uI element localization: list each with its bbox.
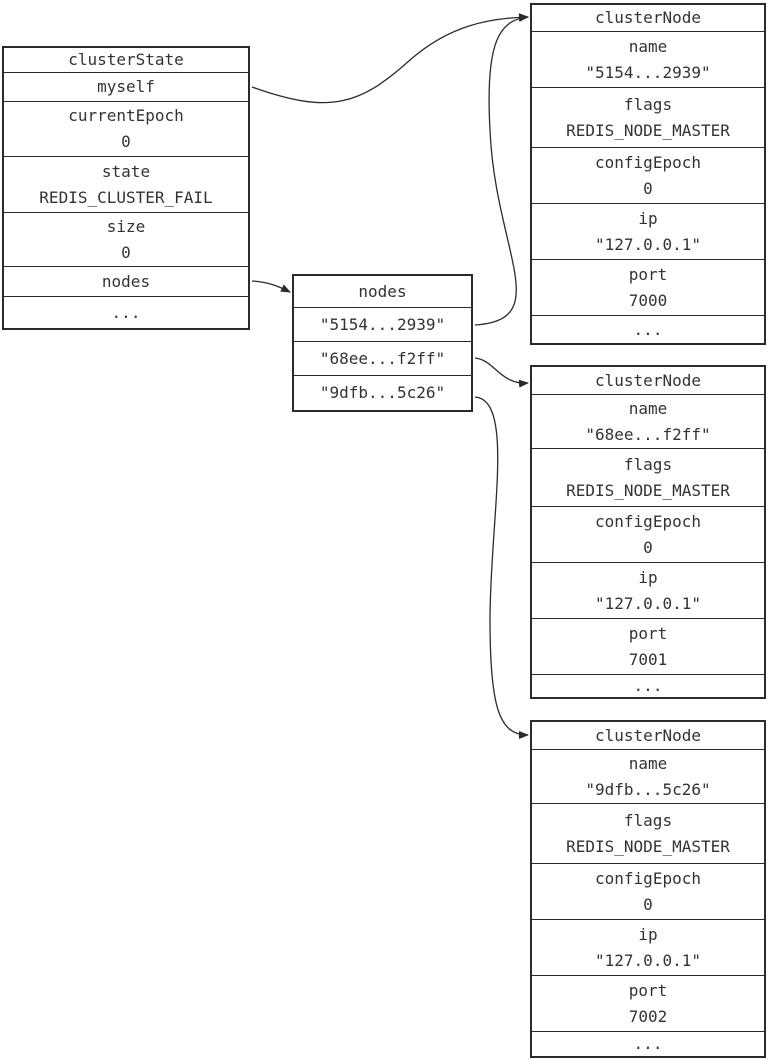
ip-label: ip [638,567,658,587]
port-label: port [628,264,668,284]
current-epoch-value: 0 [121,132,131,151]
size-value: 0 [121,242,131,262]
port-value: 7000 [628,290,668,310]
myself-field: myself [4,73,248,102]
cluster-node-more-text: ... [633,1034,663,1053]
flags-label: flags [623,94,673,114]
config-epoch-value: 0 [643,537,653,557]
node-1-arrow [474,13,529,326]
cluster-node-flags-field: flags REDIS_NODE_MASTER [532,804,764,864]
cluster-state-box: clusterState myself currentEpoch 0 state… [2,46,250,330]
port-value: 7002 [628,1006,668,1026]
cluster-state-more-text: ... [111,302,141,322]
config-epoch-value: 0 [643,894,653,914]
cluster-node-more-text: ... [633,676,663,695]
nodes-dict-key-1-text: "5154...2939" [319,314,446,334]
cluster-node-config-epoch-field: configEpoch 0 [532,507,764,563]
node-2-arrow [474,357,529,388]
nodes-label: nodes [101,271,151,291]
cluster-node-title: clusterNode [532,722,764,750]
name-label: name [628,398,668,418]
name-value: "5154...2939" [585,62,711,82]
cluster-node-box-3: clusterNode name "9dfb...5c26" flags RED… [530,720,766,1058]
state-value: REDIS_CLUSTER_FAIL [39,187,213,207]
state-field: state REDIS_CLUSTER_FAIL [4,157,248,213]
flags-value: REDIS_NODE_MASTER [566,480,730,500]
cluster-node-name-field: name "68ee...f2ff" [532,395,764,449]
ip-label: ip [638,208,658,228]
ip-value: "127.0.0.1" [595,593,701,613]
size-field: size 0 [4,213,248,267]
cluster-node-config-epoch-field: configEpoch 0 [532,864,764,920]
node-3-arrow [474,396,529,739]
cluster-node-more: ... [532,316,764,343]
current-epoch-label: currentEpoch [68,106,184,125]
ip-label: ip [638,924,658,944]
config-epoch-label: configEpoch [595,511,701,531]
cluster-node-title: clusterNode [532,367,764,395]
cluster-node-box-2: clusterNode name "68ee...f2ff" flags RED… [530,365,766,699]
cluster-node-ip-field: ip "127.0.0.1" [532,204,764,260]
nodes-dict-key-1: "5154...2939" [294,308,471,342]
config-epoch-label: configEpoch [595,152,701,172]
state-label: state [101,161,151,181]
size-label: size [106,216,146,236]
config-epoch-label: configEpoch [595,868,701,888]
cluster-state-title-text: clusterState [68,50,184,69]
name-label: name [628,753,668,773]
nodes-dict-box: nodes "5154...2939" "68ee...f2ff" "9dfb.… [292,274,473,412]
nodes-dict-title-text: nodes [358,281,407,301]
cluster-node-name-field: name "5154...2939" [532,32,764,88]
flags-label: flags [623,810,673,830]
cluster-state-title: clusterState [4,48,248,73]
cluster-node-box-1: clusterNode name "5154...2939" flags RED… [530,3,766,345]
myself-label: myself [97,77,155,96]
cluster-node-more-text: ... [633,319,663,339]
nodes-dict-key-2: "68ee...f2ff" [294,342,471,376]
cluster-node-ip-field: ip "127.0.0.1" [532,920,764,976]
cluster-node-more: ... [532,675,764,697]
cluster-node-title-text: clusterNode [595,8,701,27]
cluster-node-port-field: port 7000 [532,260,764,316]
nodes-dict-key-2-text: "68ee...f2ff" [319,348,446,368]
ip-value: "127.0.0.1" [595,950,701,970]
cluster-node-port-field: port 7002 [532,976,764,1032]
nodes-field: nodes [4,267,248,297]
cluster-node-config-epoch-field: configEpoch 0 [532,148,764,204]
nodes-arrow [251,280,291,293]
name-label: name [628,36,668,56]
cluster-state-more: ... [4,297,248,328]
nodes-dict-key-3: "9dfb...5c26" [294,376,471,410]
ip-value: "127.0.0.1" [595,234,701,254]
config-epoch-value: 0 [643,178,653,198]
cluster-node-port-field: port 7001 [532,619,764,675]
nodes-dict-key-3-text: "9dfb...5c26" [319,383,446,402]
cluster-node-title-text: clusterNode [595,725,701,745]
cluster-node-title: clusterNode [532,5,764,32]
flags-value: REDIS_NODE_MASTER [566,120,730,140]
flags-value: REDIS_NODE_MASTER [566,836,730,856]
name-value: "9dfb...5c26" [585,779,711,799]
cluster-node-flags-field: flags REDIS_NODE_MASTER [532,88,764,148]
myself-arrow [251,13,529,104]
port-value: 7001 [628,649,668,669]
cluster-node-title-text: clusterNode [595,370,701,390]
cluster-node-ip-field: ip "127.0.0.1" [532,563,764,619]
name-value: "68ee...f2ff" [585,424,711,444]
nodes-dict-title: nodes [294,276,471,308]
current-epoch-field: currentEpoch 0 [4,102,248,157]
port-label: port [628,980,668,1000]
cluster-node-more: ... [532,1032,764,1056]
cluster-node-flags-field: flags REDIS_NODE_MASTER [532,449,764,507]
port-label: port [628,623,668,643]
cluster-node-name-field: name "9dfb...5c26" [532,750,764,804]
flags-label: flags [623,454,673,474]
